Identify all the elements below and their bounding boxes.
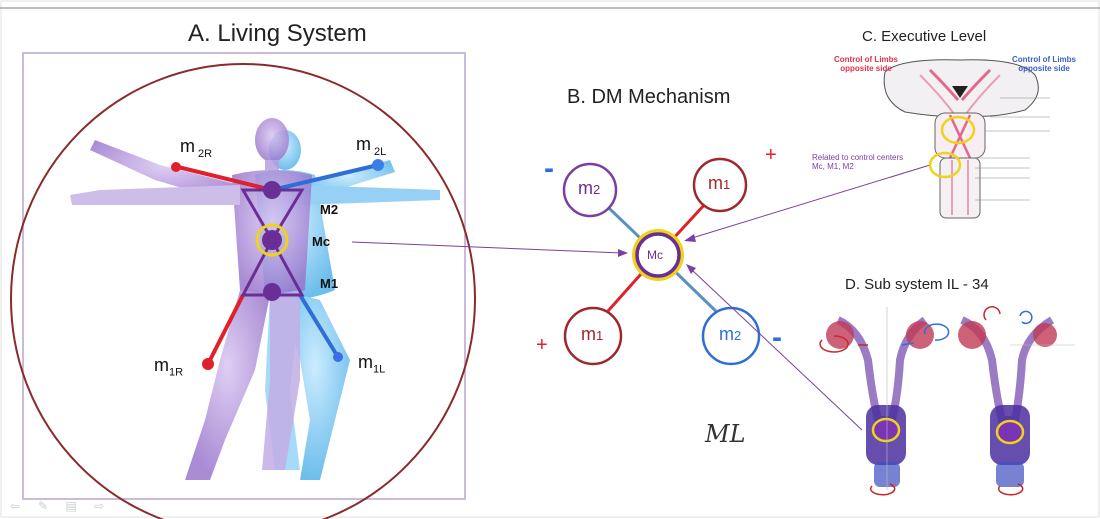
- il34-structure-right: [958, 306, 1075, 496]
- mc-center-circle: [635, 232, 681, 278]
- m2r-point: [171, 162, 181, 172]
- mc-node: [262, 230, 282, 250]
- label-b-m1-top: m1: [708, 173, 731, 193]
- label-b-m2-top: m2: [578, 178, 601, 198]
- minus-top: -: [544, 152, 554, 185]
- m1-top-circle: [692, 157, 748, 213]
- label-M1: M1: [320, 276, 339, 291]
- signature: ML: [705, 420, 746, 448]
- label-m1l: m1L: [358, 352, 386, 376]
- panel-a-title: A. Living System: [188, 20, 367, 47]
- label-b-mc: Mc: [647, 248, 663, 262]
- m1-bottom-circle: [563, 306, 623, 366]
- arrow-a-to-b: [351, 241, 623, 254]
- arrow-c-to-b: [691, 164, 931, 239]
- figure-purple: [70, 118, 312, 480]
- plus-top: +: [765, 144, 777, 166]
- panel-b-title: B. DM Mechanism: [567, 86, 731, 108]
- minus-bottom: -: [772, 321, 782, 354]
- m2-node: [263, 181, 281, 199]
- living-system-circle: [10, 63, 476, 519]
- pen-icon[interactable]: ✎: [37, 499, 49, 513]
- back-icon[interactable]: ⇦: [9, 499, 21, 513]
- mc-highlight: [255, 223, 289, 257]
- forward-icon[interactable]: ⇨: [93, 499, 105, 513]
- brain-illustration: [883, 59, 1050, 219]
- m1r-line: [206, 294, 245, 365]
- m2-bottom-circle: [701, 306, 761, 366]
- m1-node: [263, 283, 281, 301]
- plus-bottom: +: [536, 334, 548, 356]
- arrow-d-to-b: [691, 269, 863, 431]
- label-Mc-a: Mc: [312, 234, 331, 249]
- il34-structure-left: [819, 307, 950, 496]
- menu-icon[interactable]: ▤: [65, 499, 77, 513]
- label-m1r: m1R: [154, 355, 184, 379]
- m1l-point: [333, 352, 343, 362]
- label-b-m2-bottom: m2: [719, 324, 742, 344]
- m2r-line: [177, 165, 273, 192]
- m1l-line: [298, 293, 340, 359]
- m2-top-circle: [562, 162, 618, 218]
- panel-a-frame: [22, 52, 466, 500]
- label-M2: M2: [320, 202, 339, 217]
- slide-nav: ⇦ ✎ ▤ ⇨: [8, 500, 106, 512]
- m2l-line: [271, 163, 379, 192]
- panel-c-title: C. Executive Level: [862, 28, 987, 45]
- m1r-point: [202, 358, 214, 370]
- label-b-m1-bottom: m1: [581, 324, 604, 344]
- m2l-point: [372, 159, 384, 171]
- panel-d-title: D. Sub system IL - 34: [845, 276, 989, 293]
